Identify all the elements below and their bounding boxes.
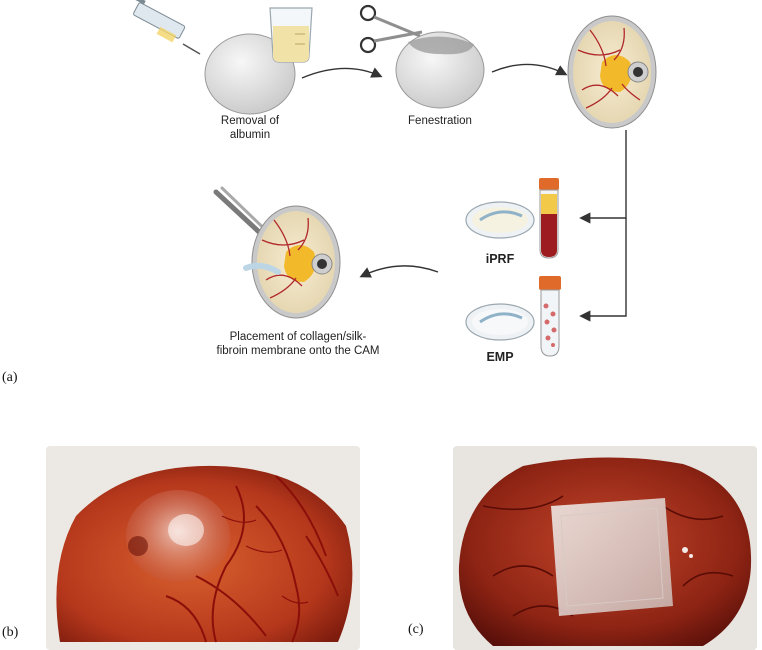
label-fenestration: Fenestration [408,115,472,127]
panel-label-b: (b) [2,625,19,640]
iprf-dish-icon [465,201,535,239]
iprf-tube-icon [539,178,559,259]
photo-cam-panel-b [46,446,360,650]
panel-label-c: (c) [408,622,424,637]
arrow-3-iprf [579,130,627,224]
label-iprf: iPRF [485,252,515,266]
arrow-3-emp [579,218,627,322]
panel-label-a: (a) [2,370,18,385]
arrow-1 [301,67,383,79]
syringe-icon [129,0,201,55]
photo-cam-panel-c [453,446,757,650]
label-removal-of-albumin: Removal of albumin [220,115,280,141]
label-emp: EMP [486,350,514,364]
arrow-4 [359,265,439,278]
schematic-diagram [129,0,657,357]
egg-cam-view-2 [243,205,341,319]
emp-dish-icon [465,303,535,341]
egg-cam-view-1 [567,15,657,129]
emp-tube-icon [539,276,561,357]
label-placement: Placement of collagen/silk- fibroin memb… [216,331,380,357]
shell-window-cut [408,36,474,55]
scissors-icon [359,4,423,54]
beaker-icon [269,7,313,63]
arrow-2 [491,63,568,76]
